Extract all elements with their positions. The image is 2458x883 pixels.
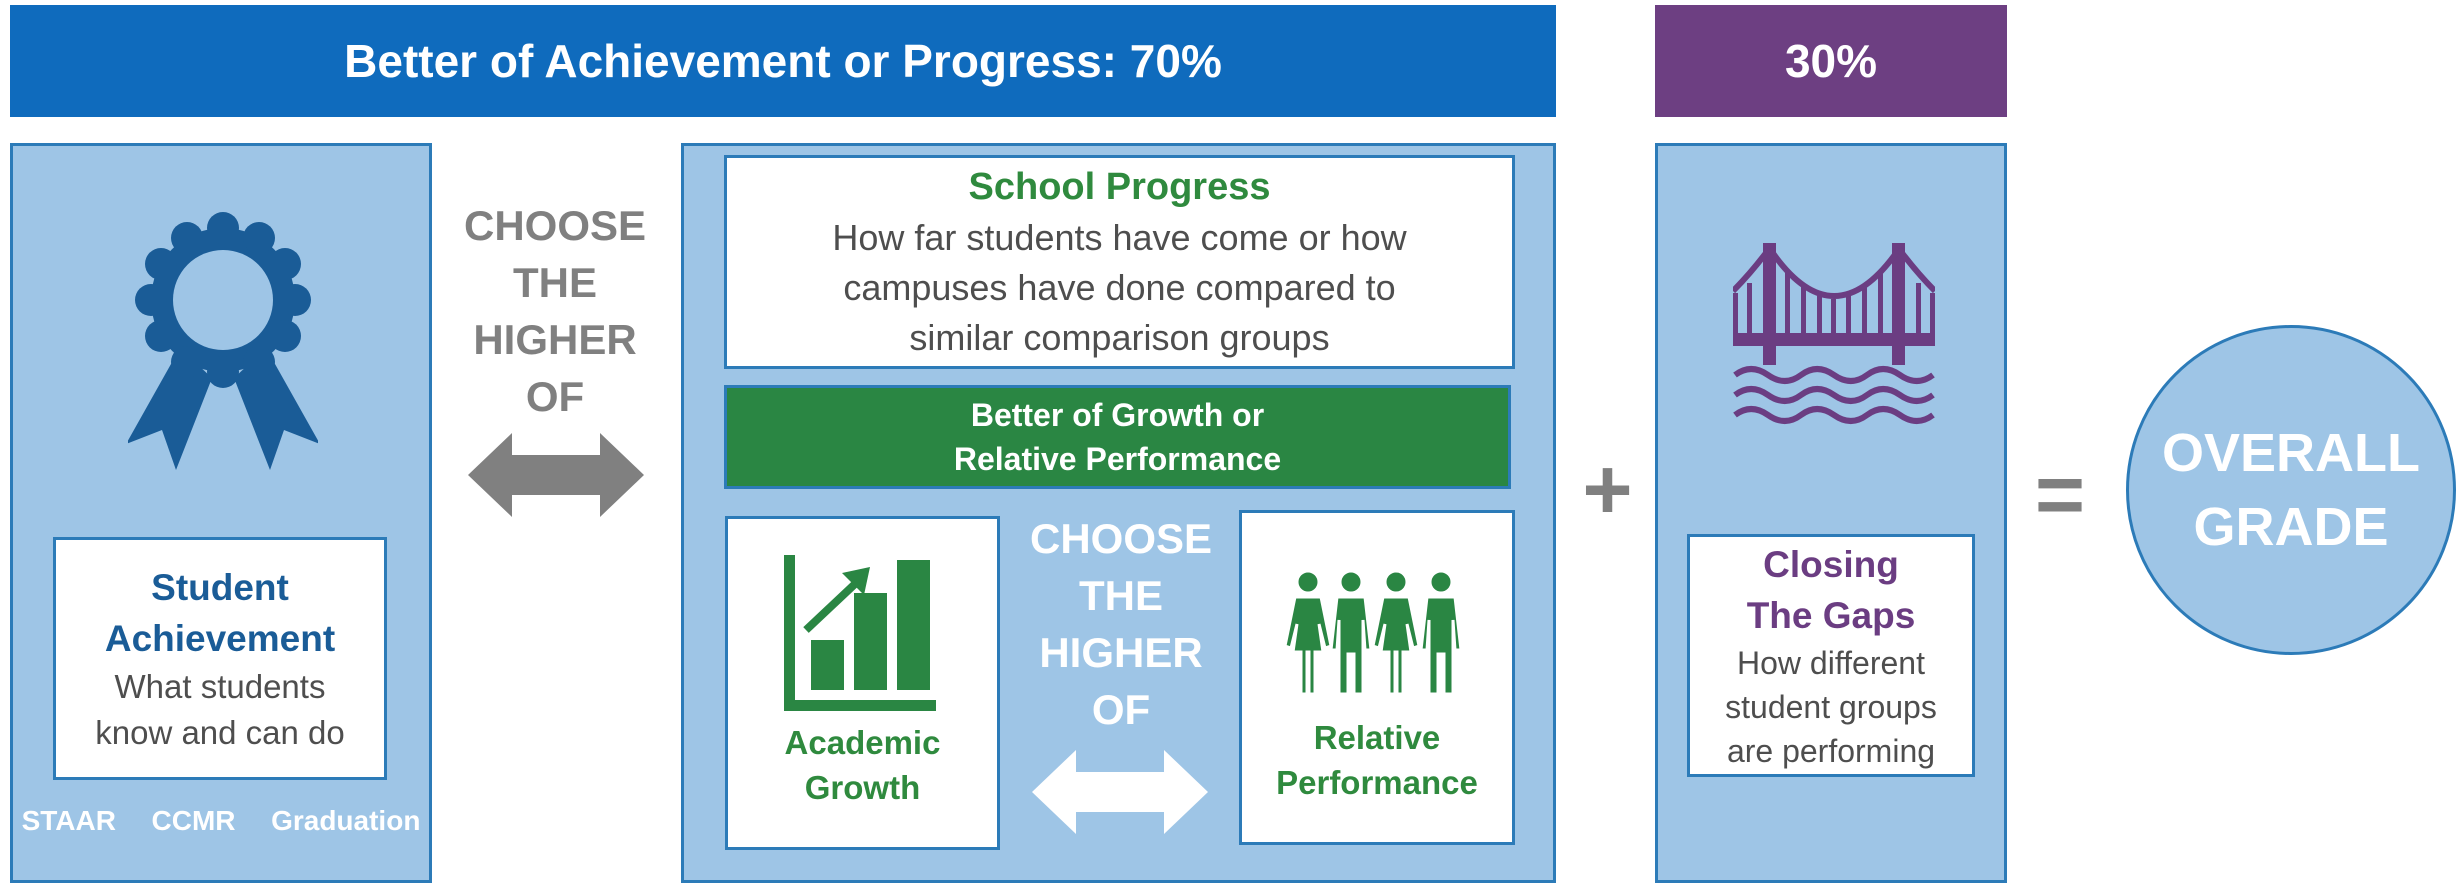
school-progress-description: How far students have come or how campus…: [832, 217, 1407, 358]
people-group-icon: [1283, 570, 1463, 695]
growth-relative-banner: Better of Growth or Relative Performance: [724, 385, 1511, 489]
choose-higher-label: CHOOSE THE HIGHER OF: [463, 202, 647, 420]
overall-grade-line2: GRADE: [2193, 497, 2389, 557]
equals-operator: =: [2034, 447, 2086, 543]
achievement-measures: STAAR CCMR Graduation: [10, 805, 432, 837]
double-arrow-inner-icon: [1032, 750, 1208, 834]
growth-chart-icon: [784, 555, 936, 711]
student-achievement-title: Student Achievement: [104, 566, 336, 659]
student-achievement-description: What students know and can do: [95, 667, 345, 751]
choose-higher-inner-label: CHOOSE THE HIGHER OF: [1029, 515, 1213, 733]
closing-gaps-card: Closing The Gaps How different student g…: [1687, 534, 1975, 777]
achievement-progress-weight-label: Better of Achievement or Progress: 70%: [344, 35, 1222, 87]
overall-grade-circle: OVERALL GRADE: [2126, 325, 2456, 655]
relative-performance-card: [1239, 510, 1515, 845]
relative-performance-label: Relative Performance: [1276, 719, 1478, 801]
double-arrow-icon: [468, 433, 644, 517]
student-achievement-card: Student Achievement What students know a…: [53, 537, 387, 780]
school-progress-title: School Progress: [968, 166, 1271, 208]
bridge-icon: [1733, 243, 1935, 424]
school-progress-card: School Progress How far students have co…: [724, 155, 1515, 369]
measure-graduation: Graduation: [271, 805, 421, 836]
achievement-progress-weight-bar: Better of Achievement or Progress: 70%: [10, 5, 1556, 117]
closing-gaps-weight-label: 30%: [1784, 35, 1878, 87]
measure-staar: STAAR: [21, 805, 116, 836]
closing-gaps-weight-bar: 30%: [1655, 5, 2007, 117]
award-ribbon-icon: [128, 212, 318, 470]
closing-gaps-description: How different student groups are perform…: [1725, 644, 1937, 769]
closing-gaps-title: Closing The Gaps: [1746, 543, 1916, 636]
overall-grade-line1: OVERALL: [2161, 423, 2420, 483]
academic-growth-label: Academic Growth: [784, 724, 941, 806]
measure-ccmr: CCMR: [151, 805, 236, 836]
plus-operator: +: [1582, 442, 1633, 538]
